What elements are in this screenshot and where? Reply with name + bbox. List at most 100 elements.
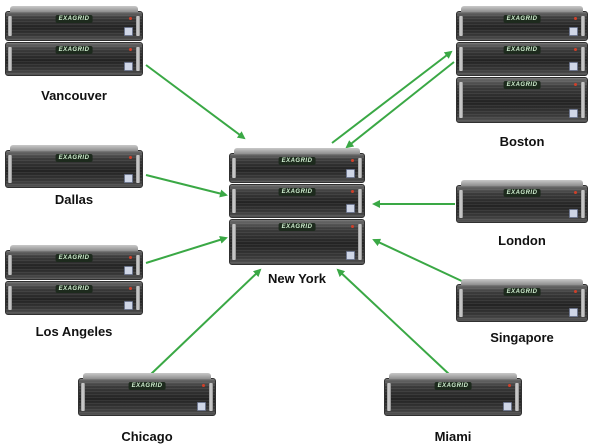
brand-logo: EXAGRID xyxy=(55,254,93,262)
server-unit: EXAGRID xyxy=(229,148,365,183)
server-stack: EXAGRID xyxy=(456,180,588,223)
status-led xyxy=(129,17,132,20)
server-lid xyxy=(461,279,583,285)
rack-handle xyxy=(581,16,585,36)
brand-logo: EXAGRID xyxy=(278,188,316,196)
rack-handle xyxy=(8,286,12,310)
rack-handle xyxy=(232,224,236,260)
brand-logo: EXAGRID xyxy=(278,157,316,165)
arrow-boston-to-new-york xyxy=(345,61,455,149)
status-led xyxy=(351,159,354,162)
brand-logo: EXAGRID xyxy=(55,15,93,23)
id-badge-icon xyxy=(346,204,355,213)
status-led xyxy=(574,17,577,20)
site-london: EXAGRID London xyxy=(456,180,588,248)
site-label: Dallas xyxy=(54,192,94,207)
rack-handle xyxy=(232,158,236,178)
id-badge-icon xyxy=(569,209,578,218)
server-lid xyxy=(10,245,138,251)
status-led xyxy=(202,384,205,387)
id-badge-icon xyxy=(503,402,512,411)
site-new-york: EXAGRID EXAGRID EXAGRID New York xyxy=(229,148,365,286)
status-led xyxy=(351,225,354,228)
site-label: New York xyxy=(267,271,327,286)
server-stack: EXAGRID EXAGRID EXAGRID xyxy=(229,148,365,265)
rack-handle xyxy=(581,47,585,71)
arrow-dallas-to-new-york xyxy=(145,174,228,198)
status-led xyxy=(574,290,577,293)
rack-handle xyxy=(358,158,362,178)
site-label: Boston xyxy=(499,134,545,149)
rack-handle xyxy=(209,383,213,411)
server-unit: EXAGRID xyxy=(5,42,143,76)
server-unit: EXAGRID xyxy=(384,373,522,416)
site-label: Miami xyxy=(434,429,472,444)
server-unit: EXAGRID xyxy=(456,279,588,322)
brand-logo: EXAGRID xyxy=(503,15,541,23)
id-badge-icon xyxy=(124,266,133,275)
status-led xyxy=(574,48,577,51)
brand-logo: EXAGRID xyxy=(55,46,93,54)
server-stack: EXAGRID xyxy=(5,145,143,188)
rack-handle xyxy=(136,16,140,36)
site-label: Los Angeles xyxy=(35,324,113,339)
brand-logo: EXAGRID xyxy=(434,382,472,390)
id-badge-icon xyxy=(124,174,133,183)
server-unit: EXAGRID xyxy=(5,245,143,280)
rack-handle xyxy=(8,255,12,275)
server-unit: EXAGRID xyxy=(229,219,365,265)
brand-logo: EXAGRID xyxy=(55,154,93,162)
rack-handle xyxy=(81,383,85,411)
rack-handle xyxy=(136,155,140,183)
arrow-los-angeles-to-new-york xyxy=(145,235,228,264)
rack-handle xyxy=(581,82,585,118)
status-led xyxy=(351,190,354,193)
status-led xyxy=(129,287,132,290)
arrow-singapore-to-new-york xyxy=(372,238,467,284)
rack-handle xyxy=(515,383,519,411)
rack-handle xyxy=(8,16,12,36)
rack-handle xyxy=(581,289,585,317)
server-unit: EXAGRID xyxy=(456,6,588,41)
id-badge-icon xyxy=(124,301,133,310)
rack-handle xyxy=(358,189,362,213)
server-unit: EXAGRID xyxy=(5,281,143,315)
status-led xyxy=(574,83,577,86)
site-label: Chicago xyxy=(121,429,173,444)
rack-handle xyxy=(459,82,463,118)
id-badge-icon xyxy=(569,62,578,71)
server-lid xyxy=(83,373,211,379)
arrow-miami-to-new-york xyxy=(336,268,451,376)
server-stack: EXAGRID xyxy=(456,279,588,322)
rack-handle xyxy=(387,383,391,411)
rack-handle xyxy=(232,189,236,213)
id-badge-icon xyxy=(124,27,133,36)
server-lid xyxy=(389,373,517,379)
arrow-vancouver-to-new-york xyxy=(145,64,246,140)
brand-logo: EXAGRID xyxy=(128,382,166,390)
server-stack: EXAGRID EXAGRID xyxy=(5,245,143,315)
status-led xyxy=(129,48,132,51)
site-chicago: EXAGRID Chicago xyxy=(78,373,216,444)
rack-handle xyxy=(459,47,463,71)
server-unit: EXAGRID xyxy=(5,6,143,41)
server-stack: EXAGRID xyxy=(384,373,522,416)
rack-handle xyxy=(459,16,463,36)
server-lid xyxy=(234,148,360,154)
server-unit: EXAGRID xyxy=(456,77,588,123)
site-miami: EXAGRID Miami xyxy=(384,373,522,444)
brand-logo: EXAGRID xyxy=(503,189,541,197)
rack-handle xyxy=(136,255,140,275)
status-led xyxy=(129,256,132,259)
rack-handle xyxy=(136,47,140,71)
server-unit: EXAGRID xyxy=(5,145,143,188)
site-singapore: EXAGRID Singapore xyxy=(456,279,588,345)
status-led xyxy=(574,191,577,194)
id-badge-icon xyxy=(197,402,206,411)
brand-logo: EXAGRID xyxy=(278,223,316,231)
id-badge-icon xyxy=(569,308,578,317)
status-led xyxy=(508,384,511,387)
